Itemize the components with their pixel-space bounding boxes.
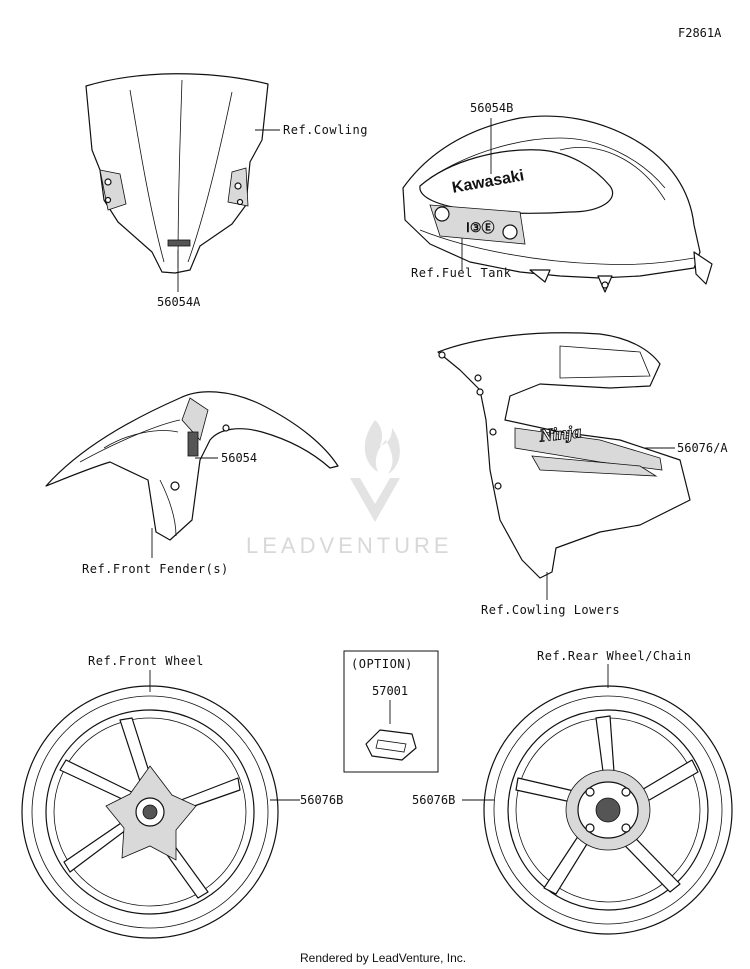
label-ref-front-wheel: Ref.Front Wheel: [88, 654, 204, 668]
fuel-tank-illustration: Kawasaki Ⅰ③Ⓔ: [402, 115, 713, 293]
decal-ninja-text: Ninja: [537, 421, 582, 445]
label-ref-cowling-lowers: Ref.Cowling Lowers: [481, 603, 620, 617]
label-ref-front-fender: Ref.Front Fender(s): [82, 562, 229, 576]
leadventure-watermark: LEADVENTURE: [246, 420, 453, 558]
label-56076A: 56076/A: [677, 441, 728, 455]
cowling-lower-illustration: Ninja: [437, 332, 691, 579]
figure-id: F2861A: [678, 26, 722, 40]
windscreen-illustration: [85, 73, 269, 274]
decal-tank-emblem: Ⅰ③Ⓔ: [466, 220, 495, 235]
front-fender-illustration: [45, 391, 339, 541]
label-56054A: 56054A: [157, 295, 201, 309]
option-header: (OPTION): [351, 657, 413, 671]
label-56054B: 56054B: [470, 101, 513, 115]
label-ref-fuel-tank: Ref.Fuel Tank: [411, 266, 512, 280]
rear-wheel-illustration: [483, 685, 733, 935]
tool-57001-illustration: [365, 729, 417, 761]
front-wheel-illustration: [21, 685, 279, 939]
label-ref-rear-wheel: Ref.Rear Wheel/Chain: [537, 649, 692, 663]
label-56076B-front: 56076B: [300, 793, 343, 807]
watermark-text: LEADVENTURE: [246, 533, 453, 558]
label-56054: 56054: [221, 451, 257, 465]
label-56076B-rear: 56076B: [412, 793, 455, 807]
option-box: (OPTION) 57001: [343, 650, 439, 773]
label-57001: 57001: [372, 684, 408, 698]
footer-credit: Rendered by LeadVenture, Inc.: [300, 951, 466, 965]
label-ref-cowling: Ref.Cowling: [283, 123, 368, 137]
